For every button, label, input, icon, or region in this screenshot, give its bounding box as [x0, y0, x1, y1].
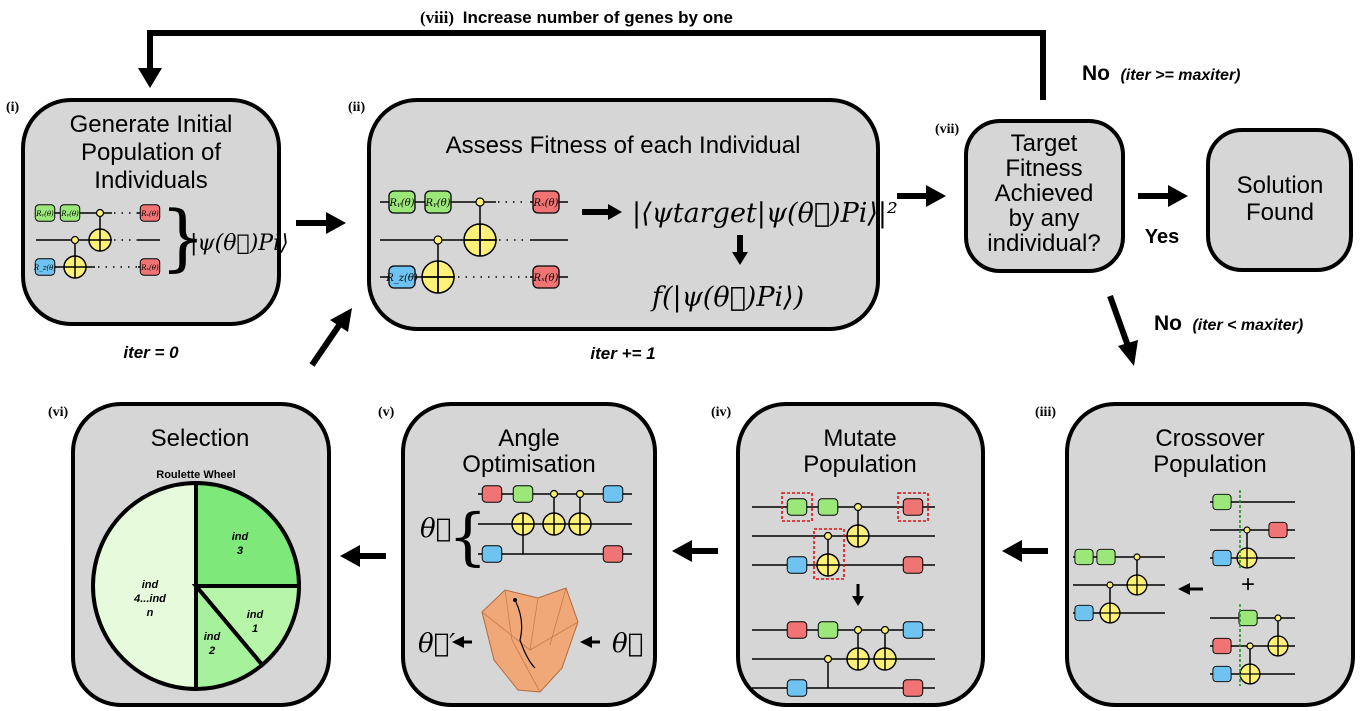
caption-iter-inc: iter += 1: [590, 344, 655, 363]
title-iii-1: Crossover: [1155, 425, 1264, 452]
fitness-formula: f(|ψ(θ⃗)Pi⟩): [650, 282, 804, 313]
label-vii: (vii): [935, 122, 959, 137]
svg-text:Rᵧ(θ): Rᵧ(θ): [388, 198, 414, 209]
label-i: (i): [6, 100, 20, 115]
roulette-slice: [191, 584, 302, 668]
title-vii-1: Target: [1011, 130, 1078, 157]
arrow-yes: [1138, 185, 1188, 207]
label-iv: (iv): [711, 405, 732, 420]
angle-circuit: [478, 485, 632, 563]
arrow-ii-vii: [897, 185, 946, 207]
theta-input: θ⃗: [612, 629, 643, 659]
svg-text:Rᵧ(θ): Rᵧ(θ): [35, 210, 54, 218]
yes-label: Yes: [1145, 226, 1179, 248]
box-crossover: (iii) Crossover Population +: [1035, 402, 1355, 707]
loop-arrow: [138, 30, 1046, 100]
svg-text:R_z(θ): R_z(θ): [33, 264, 56, 272]
title-ii: Assess Fitness of each Individual: [446, 132, 801, 159]
svg-text:+: +: [1241, 571, 1255, 598]
no-bottom-label: No (iter < maxiter): [1154, 312, 1303, 335]
arrow-i-ii: [296, 212, 346, 234]
title-iii-2: Population: [1153, 451, 1266, 478]
arrow-no-bottom: [1107, 294, 1138, 366]
arrow-vi-ii: [309, 308, 352, 367]
roulette-slice: [194, 480, 302, 588]
label-ii: (ii): [348, 100, 365, 115]
mutate-circuits: [752, 492, 935, 697]
svg-text:Rₓ(θ): Rₓ(θ): [140, 264, 159, 272]
roulette-title: Roulette Wheel: [156, 469, 235, 481]
crossover-circuits: +: [1073, 490, 1295, 686]
label-iii: (iii): [1035, 405, 1056, 420]
title-vi: Selection: [151, 425, 250, 452]
caption-iter-0: iter = 0: [123, 343, 179, 362]
arrow-iv-v: [672, 540, 718, 562]
arrow-v-vi: [340, 545, 386, 567]
box-angle-optimisation: (v) Angle Optimisation θ⃗ { θ⃗′: [378, 402, 657, 707]
theta-prime: θ⃗′: [418, 629, 455, 659]
roulette-slice: [91, 480, 198, 692]
arrow-iii-iv: [1002, 540, 1048, 562]
svg-text:Rᵧ(θ): Rᵧ(θ): [60, 210, 79, 218]
svg-text:Rₓ(θ): Rₓ(θ): [533, 273, 559, 284]
svg-text:{: {: [448, 500, 487, 573]
title-sol-2: Found: [1246, 199, 1314, 226]
circuit-i: Rᵧ(θ) Rᵧ(θ) Rₓ(θ) R_z(θ) Rₓ(θ) } |ψ(θ⃗)P…: [33, 195, 289, 279]
svg-text:Rᵧ(θ): Rᵧ(θ): [424, 198, 450, 209]
box-solution-found: Solution Found: [1206, 128, 1353, 272]
svg-text:}: }: [160, 195, 206, 279]
box-assess-fitness: (ii) Assess Fitness of each Individual R: [348, 98, 898, 363]
label-vi: (vi): [48, 405, 69, 420]
svg-text:R_z(θ): R_z(θ): [385, 273, 418, 284]
title-i-2: Population of: [81, 139, 221, 166]
loss-landscape: [481, 587, 579, 693]
box-mutate: (iv) Mutate Population: [711, 402, 985, 707]
no-top-label: No (iter >= maxiter): [1082, 62, 1241, 85]
title-iv-2: Population: [803, 451, 916, 478]
title-sol-1: Solution: [1237, 172, 1324, 199]
theta-vec: θ⃗: [420, 514, 451, 544]
box-target-fitness: (vii) Target Fitness Achieved by any ind…: [935, 119, 1125, 273]
title-i-1: Generate Initial: [70, 111, 233, 138]
title-i-3: Individuals: [94, 167, 207, 194]
title-v-2: Optimisation: [462, 451, 595, 478]
svg-text:Rₓ(θ): Rₓ(θ): [140, 210, 159, 218]
title-vii-3: Achieved: [995, 180, 1094, 207]
label-v: (v): [378, 405, 395, 420]
title-vii-5: individual?: [987, 230, 1100, 257]
roulette-slice: [194, 580, 266, 692]
state-i: |ψ(θ⃗)Pi⟩: [190, 231, 289, 256]
loop-label: (viii) Increase number of genes by one: [420, 8, 733, 27]
title-v-1: Angle: [498, 425, 559, 452]
circuit-ii: Rᵧ(θ) Rᵧ(θ) Rₓ(θ) R_z(θ) Rₓ(θ): [380, 190, 568, 294]
title-vii-2: Fitness: [1005, 155, 1082, 182]
title-vii-4: by any: [1009, 205, 1080, 232]
fidelity-formula: |⟨ψtarget|ψ(θ⃗)Pi⟩|²: [632, 198, 898, 229]
title-iv-1: Mutate: [823, 425, 896, 452]
box-generate-population: (i) Generate Initial Population of Indiv…: [6, 98, 289, 362]
svg-text:Rₓ(θ): Rₓ(θ): [533, 198, 559, 209]
